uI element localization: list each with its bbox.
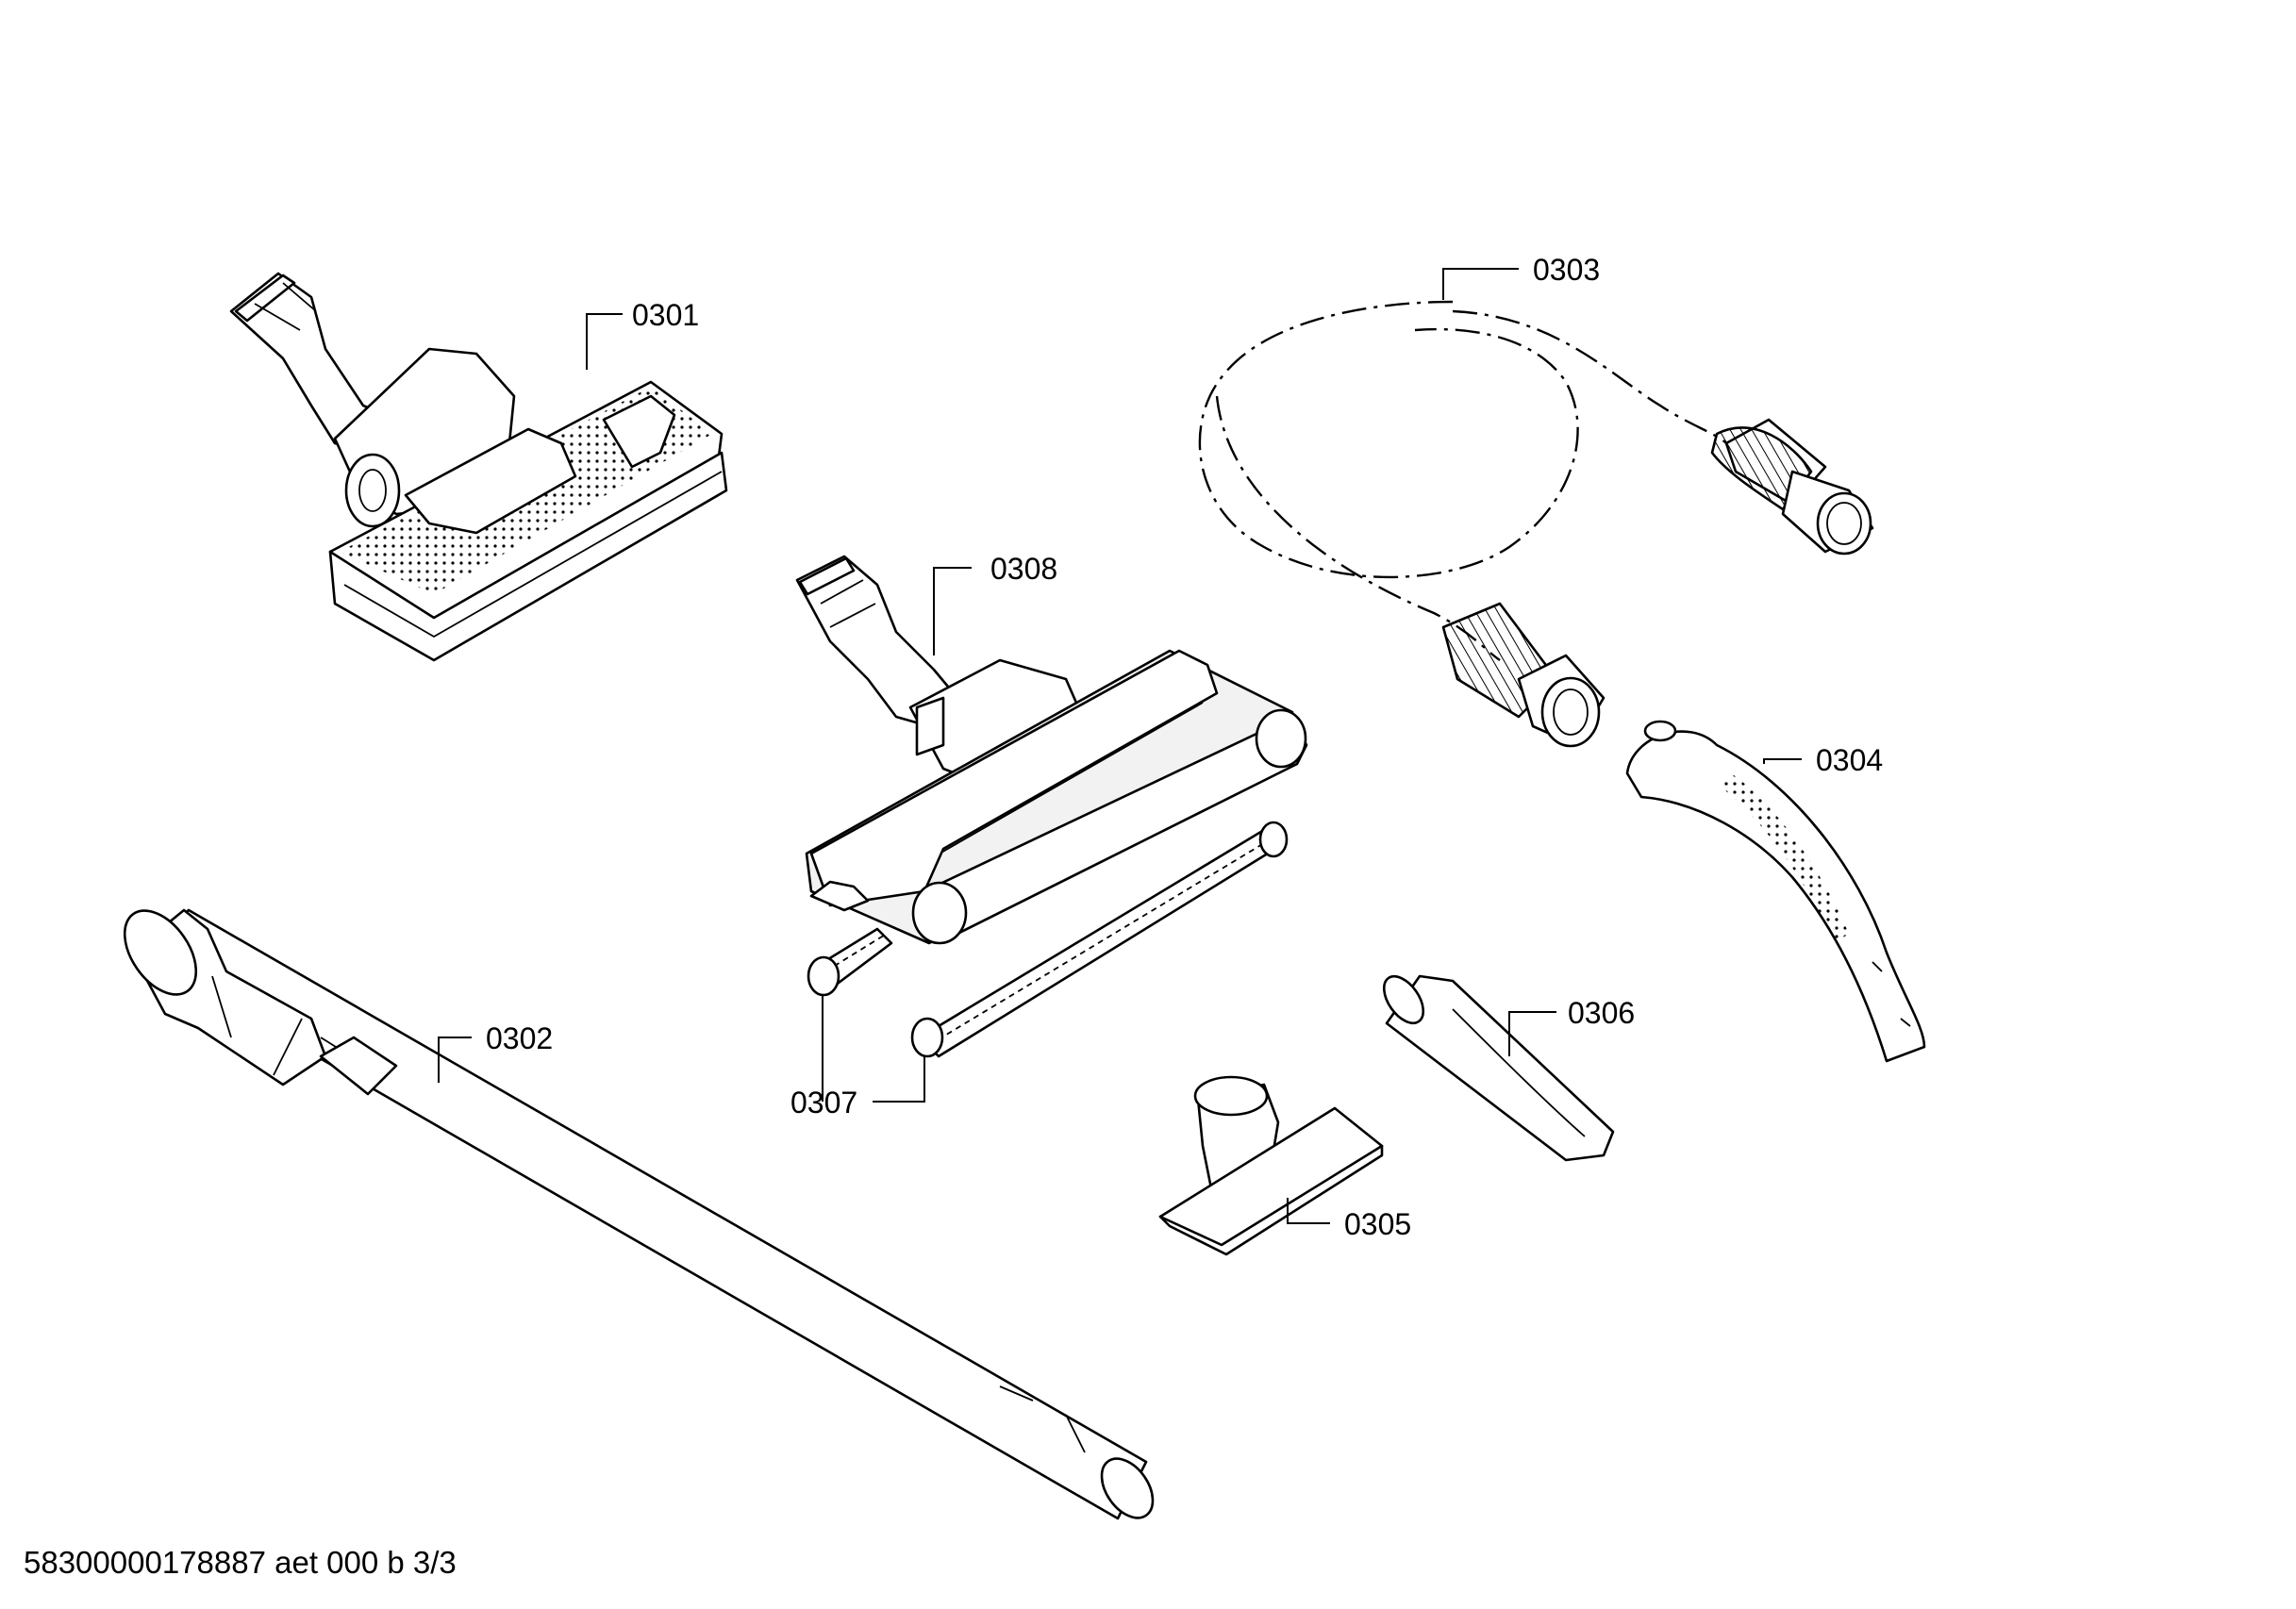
part-0301-turbo-nozzle — [229, 272, 728, 662]
label-0307: 0307 — [790, 1086, 857, 1120]
label-0303: 0303 — [1533, 253, 1600, 287]
callout-0302: 0302 — [438, 1021, 553, 1083]
part-0307-brush-strips — [807, 821, 1289, 1058]
callout-0308: 0308 — [933, 552, 1057, 655]
part-0306-crevice-tool — [1382, 974, 1615, 1162]
label-0301: 0301 — [632, 298, 699, 332]
part-0308-floor-nozzle — [795, 555, 1308, 945]
part-0302-telescopic-tube — [123, 908, 1155, 1520]
part-0304-handle — [1625, 720, 1926, 1063]
callout-0303: 0303 — [1442, 253, 1600, 300]
document-reference: 58300000178887 aet 000 b 3/3 — [24, 1545, 457, 1580]
callout-0306: 0306 — [1508, 996, 1635, 1056]
callout-0307: 0307 — [790, 995, 925, 1120]
label-0302: 0302 — [486, 1021, 553, 1055]
callout-0304: 0304 — [1763, 743, 1883, 777]
label-0306: 0306 — [1568, 996, 1635, 1030]
callout-0305: 0305 — [1287, 1198, 1411, 1241]
part-0303-suction-hose — [1198, 300, 1874, 748]
label-0305: 0305 — [1344, 1207, 1411, 1241]
part-0305-upholstery-nozzle — [1158, 1075, 1384, 1256]
label-0304: 0304 — [1816, 743, 1883, 777]
label-0308: 0308 — [990, 552, 1057, 586]
callout-0301: 0301 — [586, 298, 699, 370]
